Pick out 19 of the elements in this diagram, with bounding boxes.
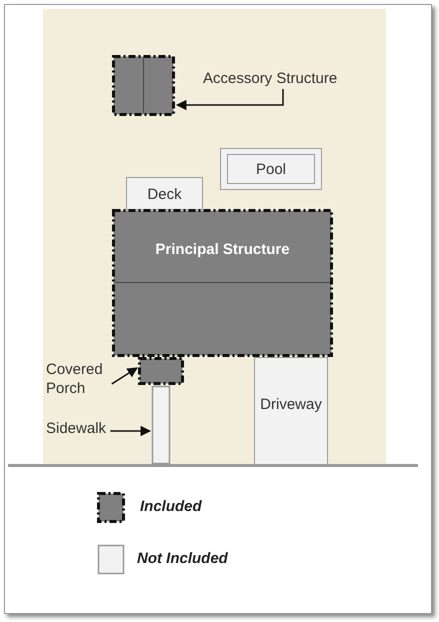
callout-label: Covered Porch	[46, 360, 116, 398]
deck-outline	[126, 177, 203, 210]
sidewalk-strip	[151, 385, 171, 465]
legend-label: Not Included	[137, 550, 228, 568]
porch-footprint	[138, 357, 184, 385]
leader-arrow	[111, 367, 138, 385]
area-label: Driveway	[259, 396, 323, 414]
building-footprint	[112, 55, 175, 116]
driveway-outline	[254, 357, 328, 465]
area-label: Pool	[254, 161, 288, 179]
callout-label: Accessory Structure	[203, 69, 363, 89]
pool-outline	[220, 148, 322, 190]
building-label: Principal Structure	[154, 241, 291, 259]
callout-label: Sidewalk	[46, 419, 116, 439]
leader-arrow	[110, 426, 152, 436]
building-footprint	[112, 209, 333, 357]
area-label: Deck	[146, 186, 183, 204]
leader-arrow	[176, 89, 284, 110]
legend-label: Included	[140, 498, 202, 516]
